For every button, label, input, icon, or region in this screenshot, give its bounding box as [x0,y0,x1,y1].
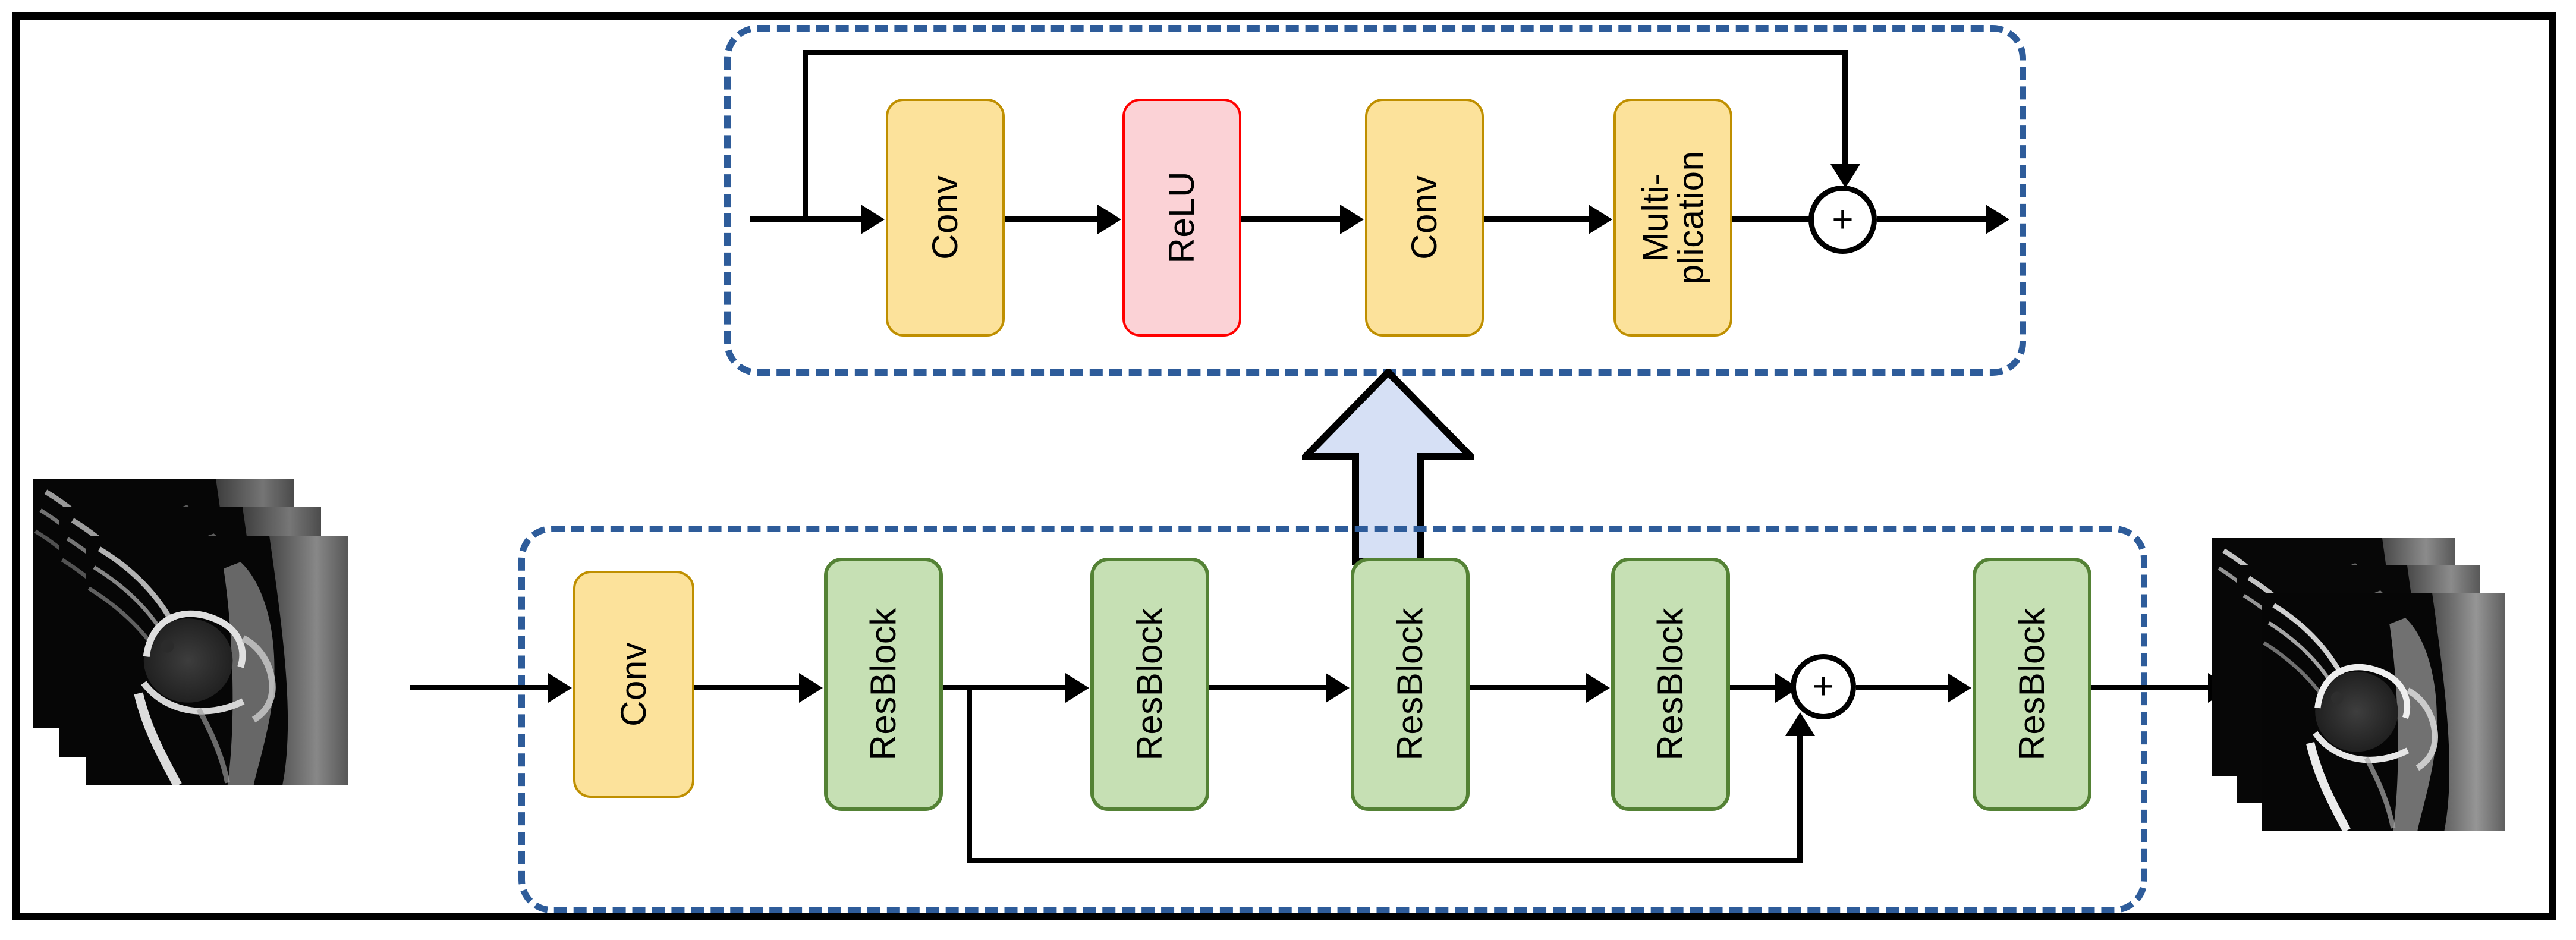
detail-block-multiplication-line-1: Multi- [1635,173,1675,262]
detail-skip-vertical-left [803,50,808,219]
input-mri-stack [33,479,401,818]
detail-flow-line-1 [1005,216,1106,222]
detail-block-relu[interactable]: ReLU [1122,99,1241,337]
input-mri-slice-1 [86,536,348,785]
detail-block-multiplication-label: Multi- plication [1635,150,1711,285]
output-mri-slice-1 [2262,593,2505,831]
detail-block-conv-1[interactable]: Conv [886,99,1005,337]
arrow-into-resblock-1 [799,673,823,703]
main-block-conv[interactable]: Conv [573,571,694,798]
main-skip-vertical-down [967,685,972,863]
detail-block-multiplication[interactable]: Multi- plication [1613,99,1732,337]
main-skip-vertical-up [1797,736,1803,859]
main-flow-line-2 [943,685,1074,690]
main-block-resblock-4[interactable]: ResBlock [1611,558,1730,811]
detail-skip-vertical-right [1842,50,1848,166]
detail-block-conv-2[interactable]: Conv [1365,99,1484,337]
detail-arrow-out [1986,205,2009,234]
main-block-resblock-5[interactable]: ResBlock [1973,558,2091,811]
main-block-resblock-2[interactable]: ResBlock [1090,558,1209,811]
main-flow-line-4 [1470,685,1594,690]
main-flow-line-6 [1856,685,1957,690]
input-flow-line [410,685,553,690]
main-block-resblock-1-label: ResBlock [863,608,904,761]
resblock-detail-panel [724,25,2026,376]
detail-sum-node-symbol: + [1832,199,1854,240]
arrow-into-resblock-2 [1065,673,1089,703]
detail-sum-node[interactable]: + [1808,186,1877,254]
main-flow-line-3 [1209,685,1334,690]
main-network-panel [518,526,2147,913]
detail-block-relu-label: ReLU [1162,171,1202,264]
detail-flow-line-3 [1484,216,1597,222]
arrow-into-resblock-5 [1948,673,1971,703]
main-sum-node-symbol: + [1812,666,1835,707]
detail-block-multiplication-line-2: plication [1671,150,1711,285]
output-mri-stack [2212,538,2562,871]
detail-flow-line-in [750,216,869,222]
detail-block-conv-1-label: Conv [925,175,965,260]
main-block-resblock-3-label: ResBlock [1390,608,1430,761]
arrow-into-conv [548,673,572,703]
main-flow-line-5 [1730,685,1795,690]
arrow-into-resblock-3 [1326,673,1350,703]
detail-arrow-into-conv2 [1340,205,1364,234]
detail-block-conv-2-label: Conv [1404,175,1445,260]
main-block-resblock-2-label: ResBlock [1130,608,1170,761]
main-block-resblock-4-label: ResBlock [1650,608,1691,761]
main-skip-horizontal [967,858,1803,863]
detail-flow-line-2 [1241,216,1348,222]
detail-arrow-into-multiplication [1589,205,1612,234]
detail-skip-horizontal [803,50,1848,55]
detail-arrow-into-conv1 [861,205,885,234]
detail-flow-line-out [1877,216,1996,222]
output-flow-line [2091,685,2216,690]
main-sum-node[interactable]: + [1791,654,1856,719]
outer-frame-border [12,12,2556,920]
main-block-conv-label: Conv [614,642,654,727]
main-block-resblock-5-label: ResBlock [2012,608,2052,761]
main-flow-line-1 [694,685,807,690]
main-block-resblock-1[interactable]: ResBlock [824,558,943,811]
main-block-resblock-3[interactable]: ResBlock [1351,558,1470,811]
detail-flow-line-4 [1732,216,1819,222]
detail-skip-arrowhead [1830,164,1860,188]
detail-arrow-into-relu [1097,205,1121,234]
arrow-into-resblock-4 [1586,673,1610,703]
